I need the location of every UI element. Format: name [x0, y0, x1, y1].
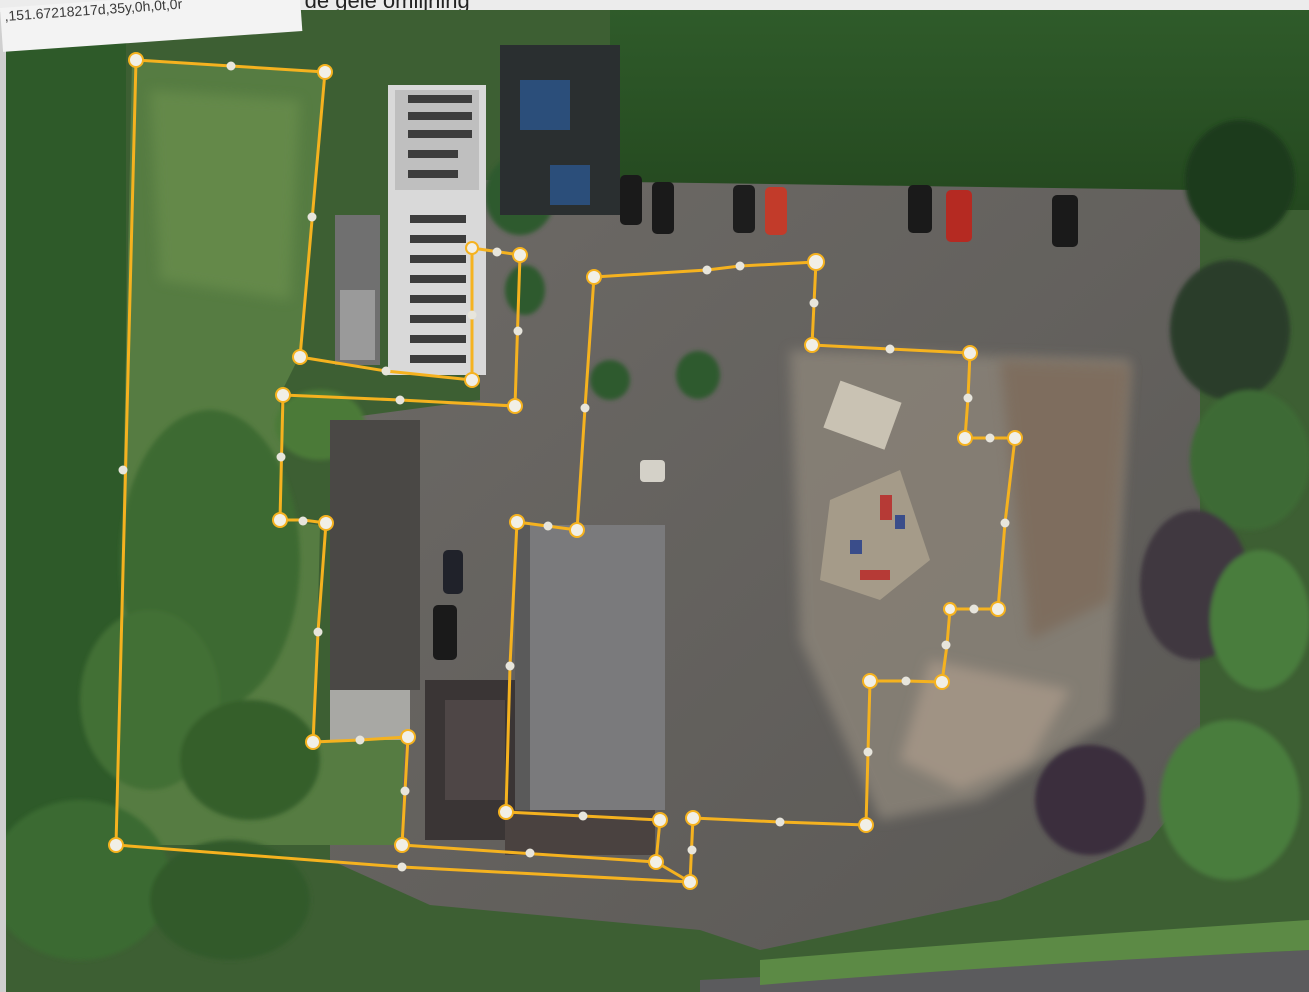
trees	[6, 120, 1309, 960]
grass-light	[150, 90, 300, 300]
play-equipment-red	[880, 495, 892, 520]
outline-west	[114, 59, 691, 884]
satellite-map[interactable]	[6, 10, 1309, 992]
play-area	[820, 470, 930, 600]
building-west-roof	[445, 700, 505, 800]
verge	[760, 920, 1309, 985]
yard	[330, 690, 410, 740]
solar-panels	[408, 95, 472, 363]
title-bar	[0, 0, 1309, 12]
sand-patch	[900, 660, 1070, 790]
midpoint-handles[interactable]	[118, 61, 1010, 872]
blue-tent-2	[550, 165, 590, 205]
hall-roof	[515, 525, 665, 810]
parked-cars	[433, 175, 1078, 660]
outline-main	[135, 58, 1017, 884]
sandbox	[823, 380, 902, 450]
shed	[330, 420, 420, 690]
map-view[interactable]	[6, 10, 1309, 992]
play-equipment-blue-2	[850, 540, 862, 554]
play-equipment-red-2	[860, 570, 890, 580]
vertex-handles[interactable]	[108, 52, 1023, 890]
road	[700, 950, 1309, 992]
event-boundary-outlines	[114, 58, 1017, 884]
blue-tent	[520, 80, 570, 130]
building-annex-roof	[340, 290, 375, 360]
dirt-strip	[1000, 360, 1130, 640]
hall-edge	[515, 525, 530, 810]
play-equipment-blue	[895, 515, 905, 529]
